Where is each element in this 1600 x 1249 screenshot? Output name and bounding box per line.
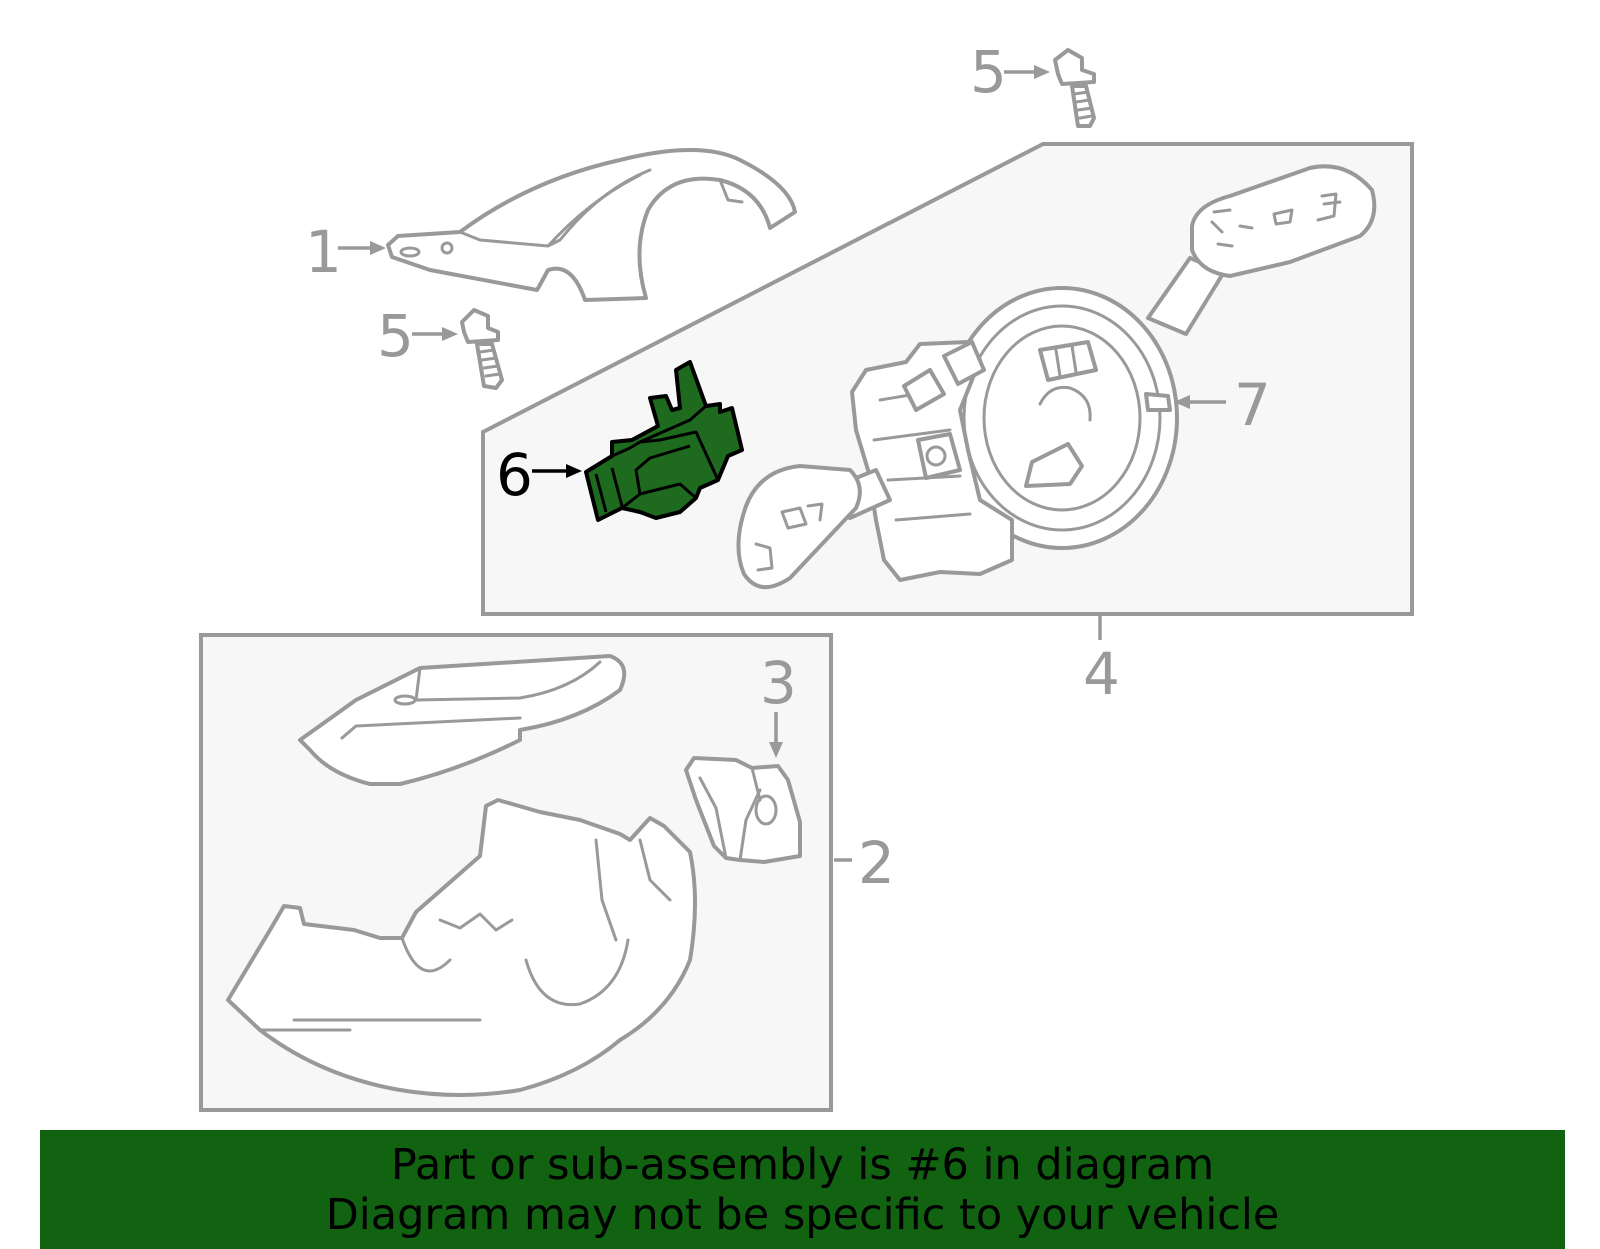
- callout-4: 4: [1083, 616, 1120, 708]
- callout-6[interactable]: 6: [496, 441, 582, 509]
- callout-5-left-label: 5: [377, 302, 414, 370]
- callout-2: 2: [834, 829, 895, 897]
- callout-3: 3: [760, 649, 797, 758]
- callout-4-label: 4: [1083, 640, 1120, 708]
- banner-line-2: Diagram may not be specific to your vehi…: [325, 1189, 1280, 1240]
- callout-6-label: 6: [496, 441, 533, 509]
- combination-switch-part-4: [736, 164, 1377, 589]
- callout-3-label: 3: [760, 649, 797, 717]
- callout-7: 7: [1174, 371, 1271, 439]
- callout-2-label: 2: [858, 829, 895, 897]
- screw-part-5-top: [1053, 48, 1096, 128]
- info-banner: Part or sub-assembly is #6 in diagram Di…: [40, 1130, 1565, 1249]
- banner-line-1: Part or sub-assembly is #6 in diagram: [390, 1139, 1215, 1190]
- upper-shroud-part-1: [386, 148, 797, 302]
- screw-part-5-left: [460, 308, 504, 390]
- bracket-part-3: [684, 756, 802, 864]
- callout-1: 1: [305, 218, 386, 286]
- callout-5-top-label: 5: [970, 38, 1007, 106]
- callout-5-left: 5: [377, 302, 458, 370]
- lower-shroud-part-2: [226, 654, 697, 1097]
- callout-1-label: 1: [305, 218, 342, 286]
- highlighted-module-part-6[interactable]: [584, 360, 744, 522]
- callout-7-label: 7: [1234, 371, 1271, 439]
- callout-5-top: 5: [970, 38, 1050, 106]
